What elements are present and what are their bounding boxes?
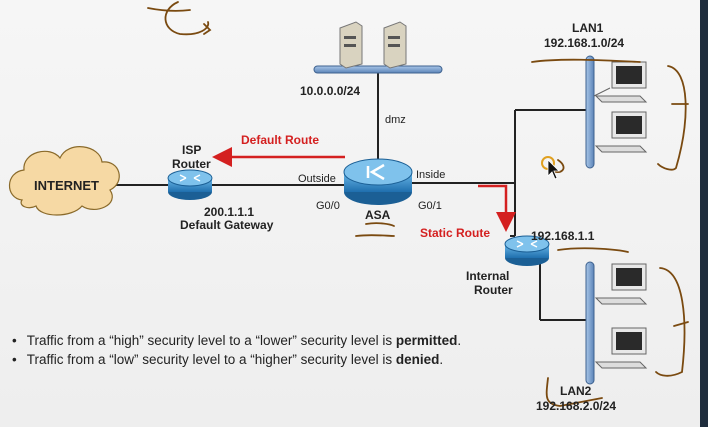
lan1-pc-2-icon xyxy=(594,111,648,153)
internal-router-label-line2: Router xyxy=(474,283,513,297)
asa-label: ASA xyxy=(365,208,391,222)
dmz-network-label: 10.0.0.0/24 xyxy=(300,84,361,98)
bullet-text: Traffic from a “low” security level to a… xyxy=(26,352,396,367)
lan2-pc-2-icon xyxy=(594,327,648,369)
lan1-name-label: LAN1 xyxy=(572,21,604,35)
lan2-network-label: 192.168.2.0/24 xyxy=(536,399,617,413)
g0-1-interface-label: G0/1 xyxy=(418,200,442,212)
bullet-end: . xyxy=(439,352,444,367)
internet-cloud xyxy=(8,146,120,216)
static-route-arrow xyxy=(478,184,516,232)
internal-router-label-line1: Internal xyxy=(466,269,510,283)
bullet-end: . xyxy=(457,333,462,348)
lan2-name-label: LAN2 xyxy=(560,384,592,398)
inside-interface-label: Inside xyxy=(416,169,446,181)
internet-label: INTERNET xyxy=(34,178,99,193)
isp-router-label-line1: ISP xyxy=(182,143,202,157)
lan2-pc-1-icon xyxy=(594,263,648,305)
bullet-bold: permitted xyxy=(395,333,458,348)
internal-router-ip-label: 192.168.1.1 xyxy=(531,229,595,243)
security-level-bullets: Traffic from a “high” security level to … xyxy=(12,333,461,371)
g0-0-interface-label: G0/0 xyxy=(316,200,340,212)
bullet-item: Traffic from a “high” security level to … xyxy=(12,333,461,348)
default-gateway-label: Default Gateway xyxy=(180,218,274,232)
outside-interface-label: Outside xyxy=(298,173,336,185)
dmz-label: dmz xyxy=(385,114,406,126)
network-links xyxy=(108,72,590,321)
bullet-text: Traffic from a “high” security level to … xyxy=(26,333,396,348)
internal-router-icon xyxy=(504,235,550,266)
dmz-bus xyxy=(313,65,443,74)
bullet-bold: denied xyxy=(395,352,440,367)
lan1-network-label: 192.168.1.0/24 xyxy=(544,36,625,50)
asa-firewall-icon xyxy=(343,158,413,205)
isp-router-label-line2: Router xyxy=(172,157,211,171)
default-route-label: Default Route xyxy=(241,133,319,147)
dmz-server-2-icon xyxy=(383,21,407,69)
isp-ip-label: 200.1.1.1 xyxy=(204,205,255,219)
lan2-bus xyxy=(585,261,595,385)
isp-router-icon xyxy=(167,169,213,200)
handwritten-annotations xyxy=(147,1,689,407)
bullet-item: Traffic from a “low” security level to a… xyxy=(12,352,461,367)
static-route-label: Static Route xyxy=(420,226,491,240)
lan1-pc-1-icon xyxy=(593,61,648,103)
lan1-bus xyxy=(585,55,595,169)
dmz-server-1-icon xyxy=(339,21,363,69)
